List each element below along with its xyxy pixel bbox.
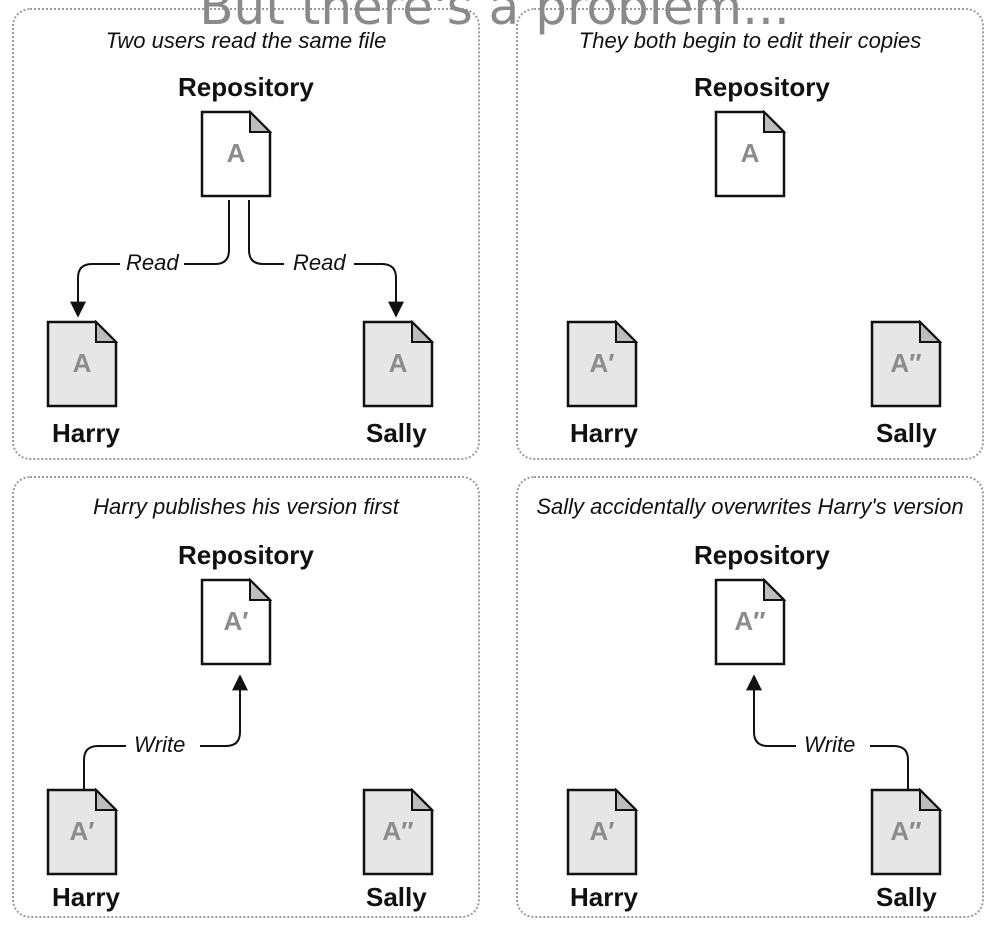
panel-harry-publishes: Harry publishes his version first Reposi… <box>12 476 480 918</box>
repository-label: Repository <box>178 72 314 102</box>
repository-document-icon: A <box>714 110 786 198</box>
write-arrow-label: Write <box>130 732 190 758</box>
panel-sally-overwrites: Sally accidentally overwrites Harry's ve… <box>516 476 984 918</box>
document-version-label: A″ <box>890 348 922 378</box>
document-version-label: A′ <box>223 606 249 636</box>
panel-edit: They both begin to edit their copies Rep… <box>516 8 984 460</box>
harry-label: Harry <box>570 418 638 448</box>
sally-document-icon: A″ <box>362 788 434 876</box>
document-version-label: A″ <box>382 816 414 846</box>
panel-caption: Sally accidentally overwrites Harry's ve… <box>536 494 964 519</box>
sally-label: Sally <box>876 418 937 448</box>
repository-label: Repository <box>694 72 830 102</box>
panel-caption: They both begin to edit their copies <box>578 28 922 53</box>
harry-label: Harry <box>52 418 120 448</box>
harry-document-icon: A <box>46 320 118 408</box>
document-version-label: A <box>226 138 246 168</box>
document-version-label: A <box>72 348 92 378</box>
document-version-label: A″ <box>734 606 766 636</box>
sally-document-icon: A <box>362 320 434 408</box>
document-version-label: A′ <box>589 816 615 846</box>
panel-read: Two users read the same file Repository … <box>12 8 480 460</box>
panel-caption: Two users read the same file <box>105 28 387 53</box>
harry-label: Harry <box>570 882 638 912</box>
repository-document-icon: A′ <box>200 578 272 666</box>
document-version-label: A″ <box>890 816 922 846</box>
document-version-label: A <box>388 348 408 378</box>
sally-document-icon: A″ <box>870 788 942 876</box>
panel-caption: Harry publishes his version first <box>93 494 399 519</box>
document-version-label: A′ <box>69 816 95 846</box>
write-arrow <box>83 674 248 790</box>
diagram-banner-title: But there's a problem... <box>199 0 790 36</box>
write-arrow <box>746 674 909 790</box>
harry-document-icon: A′ <box>46 788 118 876</box>
read-arrows <box>70 200 404 318</box>
sally-label: Sally <box>876 882 937 912</box>
harry-document-icon: A′ <box>566 788 638 876</box>
read-arrow-label: Read <box>122 250 183 276</box>
document-version-label: A′ <box>589 348 615 378</box>
sally-document-icon: A″ <box>870 320 942 408</box>
sally-label: Sally <box>366 418 427 448</box>
sally-label: Sally <box>366 882 427 912</box>
harry-document-icon: A′ <box>566 320 638 408</box>
read-arrow-label: Read <box>289 250 350 276</box>
harry-label: Harry <box>52 882 120 912</box>
repository-document-icon: A″ <box>714 578 786 666</box>
repository-label: Repository <box>178 540 314 570</box>
repository-document-icon: A <box>200 110 272 198</box>
write-arrow-label: Write <box>800 732 860 758</box>
repository-label: Repository <box>694 540 830 570</box>
document-version-label: A <box>740 138 760 168</box>
